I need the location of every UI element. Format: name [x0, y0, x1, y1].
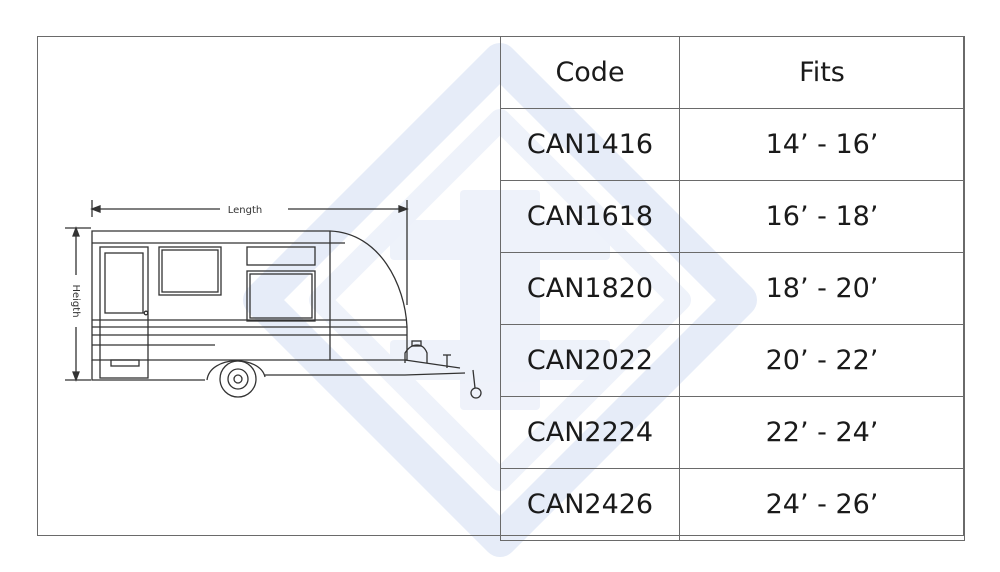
table-row: CAN2224 22’ - 24’: [500, 396, 965, 469]
fits-cell: 24’ - 26’: [679, 468, 965, 541]
table-row: CAN2426 24’ - 26’: [500, 468, 965, 541]
table-header-row: Code Fits: [500, 36, 965, 109]
code-cell: CAN1618: [500, 180, 680, 253]
table-row: CAN1618 16’ - 18’: [500, 180, 965, 253]
code-cell: CAN2022: [500, 324, 680, 397]
fits-cell: 20’ - 22’: [679, 324, 965, 397]
header-fits: Fits: [679, 36, 965, 109]
table-row: CAN1820 18’ - 20’: [500, 252, 965, 325]
fits-cell: 16’ - 18’: [679, 180, 965, 253]
fits-cell: 22’ - 24’: [679, 396, 965, 469]
size-table: Code Fits CAN1416 14’ - 16’ CAN1618 16’ …: [500, 36, 965, 541]
code-cell: CAN1416: [500, 108, 680, 181]
length-label: Length: [228, 205, 263, 216]
height-label: Heigth: [70, 284, 81, 317]
fits-cell: 18’ - 20’: [679, 252, 965, 325]
table-row: CAN2022 20’ - 22’: [500, 324, 965, 397]
table-row: CAN1416 14’ - 16’: [500, 108, 965, 181]
fits-cell: 14’ - 16’: [679, 108, 965, 181]
code-cell: CAN1820: [500, 252, 680, 325]
header-code: Code: [500, 36, 680, 109]
code-cell: CAN2224: [500, 396, 680, 469]
code-cell: CAN2426: [500, 468, 680, 541]
trailer-diagram: Length Heigth: [65, 200, 482, 399]
